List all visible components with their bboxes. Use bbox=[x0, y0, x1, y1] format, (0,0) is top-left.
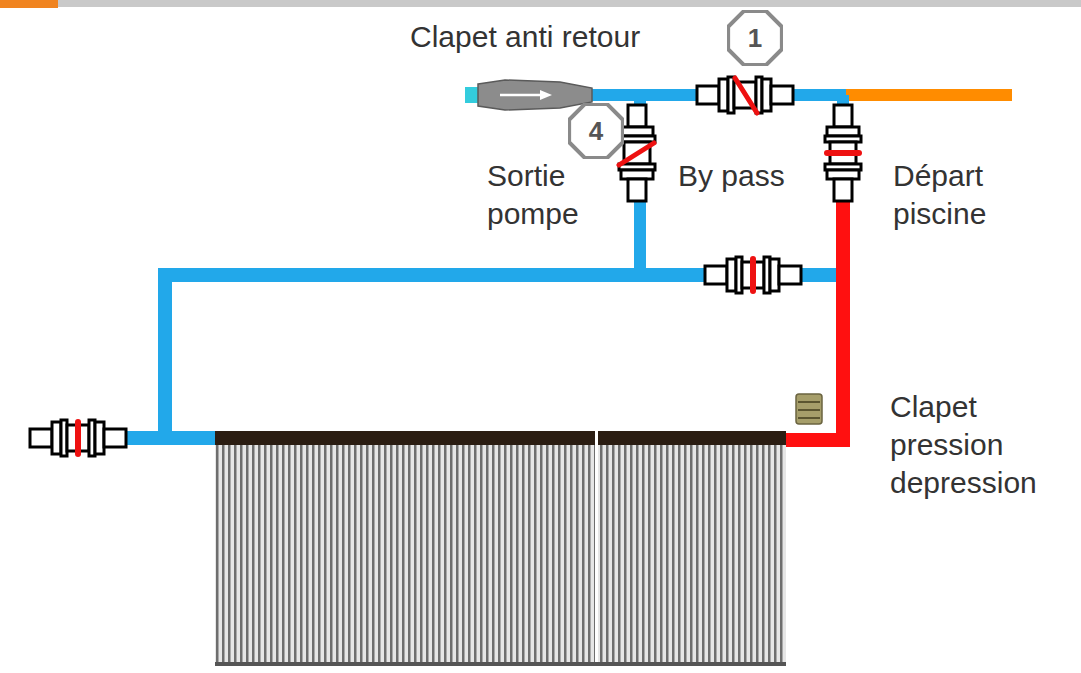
valve-label: By pass bbox=[678, 157, 785, 195]
valve-label: Clapet anti retour bbox=[410, 18, 640, 56]
callout-number: 4 bbox=[568, 103, 624, 147]
valves bbox=[30, 77, 862, 457]
callout-octagon: 1 bbox=[727, 10, 783, 66]
check-valve bbox=[465, 80, 592, 110]
callout-number: 1 bbox=[727, 10, 783, 54]
valve-label: Clapet pression depression bbox=[890, 388, 1070, 502]
solar-collectors bbox=[215, 431, 786, 666]
header-bar bbox=[0, 0, 1081, 8]
callout-octagon: 4 bbox=[568, 103, 624, 159]
pressure-relief-valve bbox=[796, 394, 822, 424]
valve-label: Départ piscine bbox=[893, 157, 1023, 233]
pipes bbox=[30, 95, 1012, 447]
valve-label: Sortie pompe bbox=[487, 157, 597, 233]
